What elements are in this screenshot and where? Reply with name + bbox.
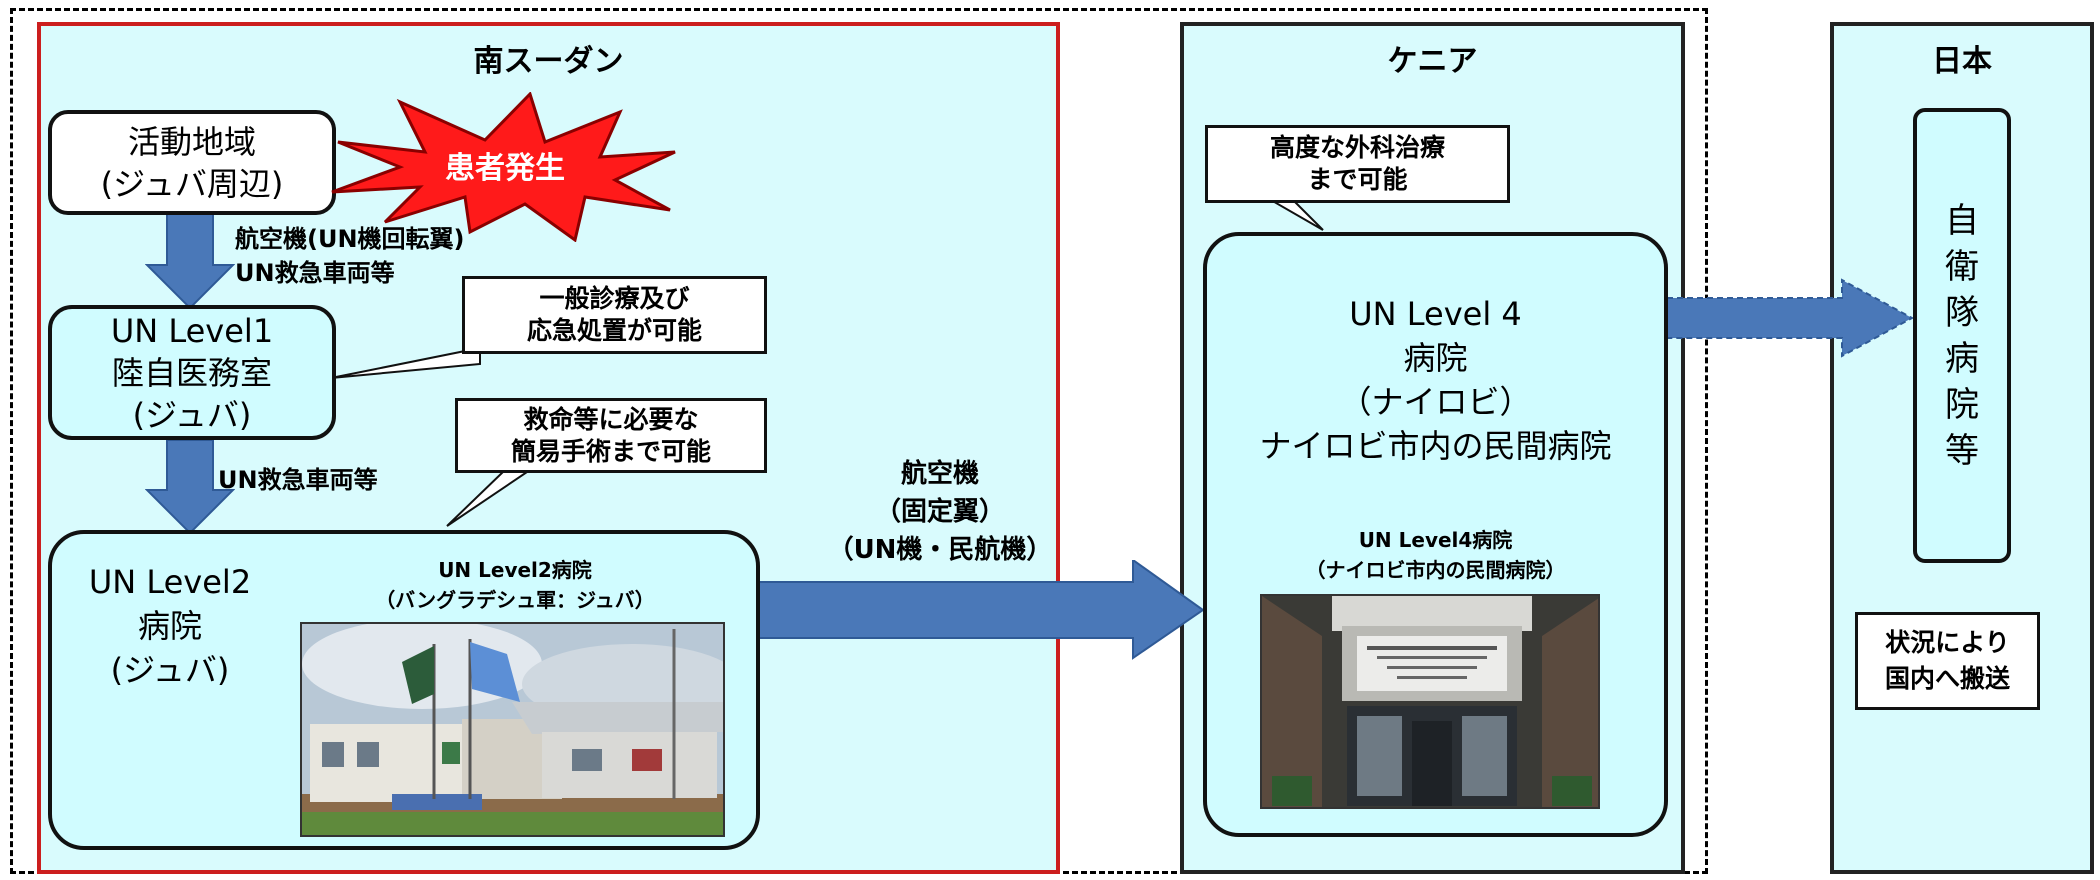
callout2-line1: 救命等に必要な	[523, 404, 699, 434]
sdf-hospital-char-1: 自	[1945, 200, 1979, 241]
japan-note-line1: 状況により	[1885, 628, 2010, 657]
level4-caption2: （ナイロビ市内の民間病院）	[1305, 558, 1566, 582]
level4-caption1: UN Level4病院	[1358, 528, 1513, 552]
air-transfer-line1: 航空機	[900, 459, 979, 489]
patient-burst-shape	[331, 92, 676, 242]
level2-hospital-photo	[300, 622, 725, 837]
callout1-pointer	[330, 346, 481, 379]
level4-line1: UN Level 4	[1349, 295, 1522, 333]
arrow-down-2	[145, 440, 235, 535]
callout1-box: 一般診療及び 応急処置が可能	[462, 276, 767, 354]
transport1-line2: UN救急車両等	[235, 259, 395, 287]
kenya-callout-line2: まで可能	[1307, 165, 1408, 194]
japan-note-line2: 国内へ搬送	[1884, 664, 2010, 693]
activity-area-box: 活動地域 (ジュバ周辺)	[48, 110, 336, 215]
sdf-hospital-char-3: 隊	[1945, 292, 1979, 333]
level2-line2: 病院	[137, 607, 202, 645]
transport1-label: 航空機(UN機回転翼) UN救急車両等	[235, 222, 465, 290]
kenya-callout-box: 高度な外科治療 まで可能	[1205, 125, 1510, 203]
level2-label: UN Level2 病院 (ジュバ)	[70, 560, 270, 692]
sdf-hospital-char-2: 衛	[1945, 246, 1979, 287]
level4-line4: ナイロビ市内の民間病院	[1259, 427, 1612, 465]
kenya-callout-line1: 高度な外科治療	[1269, 133, 1445, 162]
level2-caption2: （バングラデシュ軍：ジュバ）	[375, 588, 655, 612]
patient-burst-label: 患者発生	[445, 151, 565, 186]
callout1-line2: 応急処置が可能	[526, 316, 702, 345]
activity-area-line2: (ジュバ周辺)	[100, 164, 284, 203]
level2-caption: UN Level2病院 （バングラデシュ軍：ジュバ）	[300, 555, 730, 615]
level4-caption: UN Level4病院 （ナイロビ市内の民間病院）	[1203, 525, 1668, 585]
level4-line2: 病院	[1403, 339, 1468, 377]
transport1-line1: 航空機(UN機回転翼)	[235, 225, 465, 253]
air-transfer-label: 航空機 （固定翼） （UN機・民航機）	[800, 455, 1080, 569]
level1-line1: UN Level1	[110, 311, 274, 350]
level2-caption1: UN Level2病院	[438, 558, 592, 582]
level2-line1: UN Level2	[88, 563, 252, 601]
japan-note-box: 状況により 国内へ搬送	[1855, 612, 2040, 710]
air-transfer-line3: （UN機・民航機）	[827, 535, 1053, 565]
callout1-line1: 一般診療及び	[539, 284, 690, 313]
level4-label: UN Level 4 病院 （ナイロビ） ナイロビ市内の民間病院	[1203, 292, 1668, 468]
level4-hospital-photo	[1260, 594, 1600, 809]
region-title-kenya: ケニア	[1387, 44, 1478, 79]
arrow-down-1	[145, 210, 235, 310]
level4-line3: （ナイロビ）	[1339, 383, 1532, 421]
arrow-right-japan	[1667, 278, 1915, 358]
region-title-south-sudan: 南スーダン	[473, 44, 624, 79]
arrow-right-air	[755, 560, 1205, 660]
level1-line2: 陸自医務室	[111, 353, 272, 392]
level2-line3: (ジュバ)	[110, 651, 230, 689]
sdf-hospital-char-6: 等	[1945, 430, 1979, 471]
callout2-line2: 簡易手術まで可能	[510, 436, 711, 466]
callout2-box: 救命等に必要な 簡易手術まで可能	[455, 398, 767, 473]
sdf-hospital-char-4: 病	[1945, 338, 1979, 379]
sdf-hospital-box	[1913, 108, 2011, 563]
transport2-label: UN救急車両等	[218, 466, 378, 494]
sdf-hospital-label: 自 衛 隊 病 院 等	[1913, 128, 2011, 543]
level1-box: UN Level1 陸自医務室 (ジュバ)	[48, 305, 336, 440]
sdf-hospital-char-5: 院	[1945, 384, 1979, 425]
level1-line3: (ジュバ)	[132, 395, 252, 434]
air-transfer-line2: （固定翼）	[874, 497, 1005, 527]
region-title-japan: 日本	[1932, 44, 1992, 79]
activity-area-line1: 活動地域	[127, 122, 256, 161]
